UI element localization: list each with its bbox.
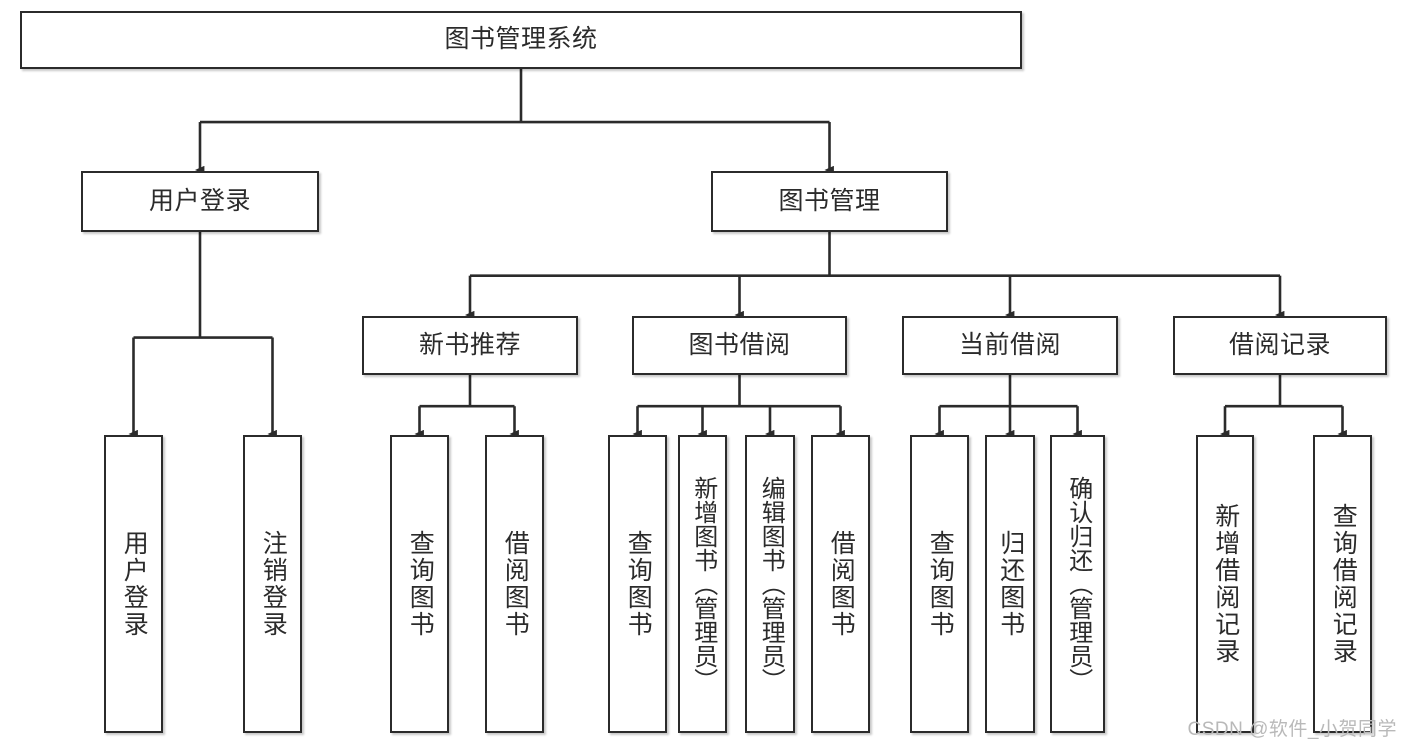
node-leaf-borrow-book-1[interactable]: 借阅图书 bbox=[485, 435, 544, 733]
node-label: 新增借阅记录 bbox=[1211, 503, 1240, 665]
node-current[interactable]: 当前借阅 bbox=[902, 316, 1118, 375]
node-leaf-borrow-book-2[interactable]: 借阅图书 bbox=[811, 435, 870, 733]
node-label: 查询图书 bbox=[926, 530, 955, 638]
node-label: 编辑图书（管理员） bbox=[757, 476, 785, 692]
node-label: 查询借阅记录 bbox=[1329, 503, 1358, 665]
node-label: 图书管理 bbox=[778, 186, 881, 215]
node-label: 借阅记录 bbox=[1228, 330, 1331, 359]
node-label: 用户登录 bbox=[148, 186, 251, 215]
node-leaf-edit-book[interactable]: 编辑图书（管理员） bbox=[745, 435, 795, 733]
node-label: 归还图书 bbox=[996, 530, 1025, 638]
node-label: 确认归还（管理员） bbox=[1064, 476, 1092, 692]
node-label: 图书管理系统 bbox=[444, 25, 598, 54]
node-leaf-query-book-2[interactable]: 查询图书 bbox=[608, 435, 667, 733]
node-leaf-query-book-3[interactable]: 查询图书 bbox=[910, 435, 969, 733]
node-label: 查询图书 bbox=[406, 530, 435, 638]
node-label: 图书借阅 bbox=[688, 330, 791, 359]
node-label: 借阅图书 bbox=[501, 530, 530, 638]
node-leaf-confirm-return[interactable]: 确认归还（管理员） bbox=[1050, 435, 1105, 733]
node-label: 新增图书（管理员） bbox=[689, 476, 717, 692]
node-label: 注销登录 bbox=[259, 530, 288, 638]
watermark-text: CSDN @软件_小贺同学 bbox=[1187, 719, 1397, 740]
node-leaf-query-book-1[interactable]: 查询图书 bbox=[390, 435, 449, 733]
node-login[interactable]: 用户登录 bbox=[81, 171, 319, 232]
node-leaf-query-record[interactable]: 查询借阅记录 bbox=[1313, 435, 1372, 733]
node-root[interactable]: 图书管理系统 bbox=[20, 11, 1022, 69]
node-label: 查询图书 bbox=[624, 530, 653, 638]
node-leaf-return-book[interactable]: 归还图书 bbox=[985, 435, 1035, 733]
node-label: 用户登录 bbox=[120, 530, 149, 638]
node-newbook[interactable]: 新书推荐 bbox=[362, 316, 578, 375]
node-leaf-add-record[interactable]: 新增借阅记录 bbox=[1196, 435, 1254, 733]
node-leaf-add-book[interactable]: 新增图书（管理员） bbox=[678, 435, 727, 733]
node-label: 新书推荐 bbox=[418, 330, 521, 359]
node-borrow[interactable]: 图书借阅 bbox=[632, 316, 847, 375]
node-leaf-user-logout[interactable]: 注销登录 bbox=[243, 435, 302, 733]
node-leaf-user-login[interactable]: 用户登录 bbox=[104, 435, 163, 733]
node-bookmgmt[interactable]: 图书管理 bbox=[711, 171, 948, 232]
node-label: 借阅图书 bbox=[827, 530, 856, 638]
node-label: 当前借阅 bbox=[958, 330, 1061, 359]
node-records[interactable]: 借阅记录 bbox=[1173, 316, 1387, 375]
